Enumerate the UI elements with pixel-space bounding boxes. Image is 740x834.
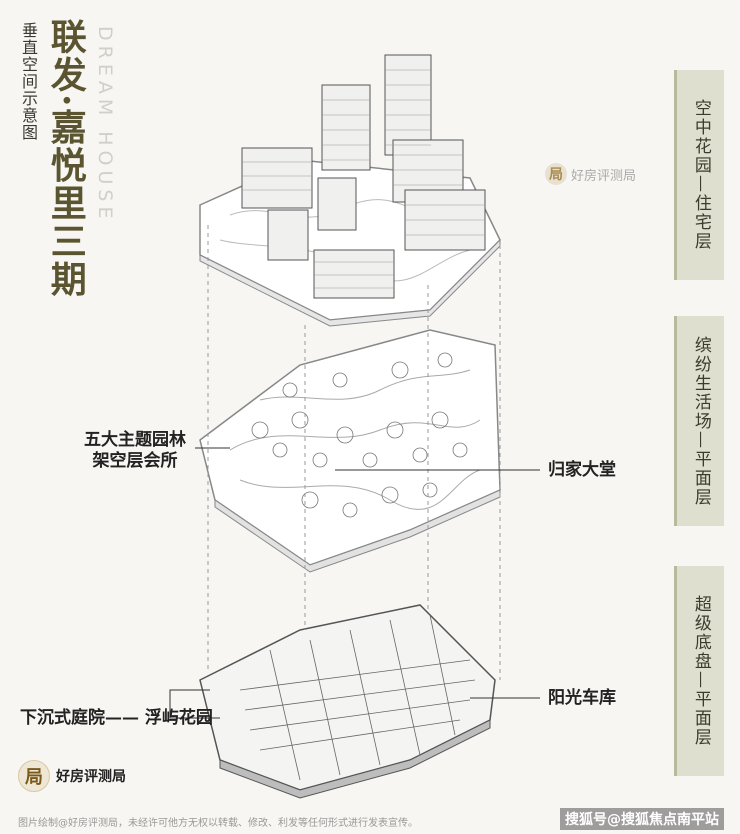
disclaimer: 图片绘制@好房评测局，未经许可他方无权以转载、修改、利发等任何形式进行发表宣传。 — [18, 818, 418, 829]
callout-sunlit-garage: 阳光车库 — [548, 688, 616, 708]
tower — [313, 249, 395, 299]
tower — [321, 84, 371, 171]
layer-label: 空中花园—住宅层 — [690, 99, 711, 251]
page-subtitle: 垂直空间示意图 — [19, 22, 38, 141]
brand-logo-icon: 局 — [545, 163, 567, 185]
residential-towers — [241, 54, 486, 299]
parking-grid — [239, 614, 476, 781]
tower — [317, 177, 357, 231]
page-title: 联发·嘉悦里三期 — [44, 18, 87, 299]
callout-line: 架空层会所 — [92, 451, 178, 472]
brand-logo-icon: 局 — [18, 760, 50, 792]
watermark-text: 好房评测局 — [571, 168, 637, 184]
layer-label: 超级底盘—平面层 — [690, 595, 711, 747]
layer-panel-residential: 空中花园—住宅层 — [674, 70, 724, 280]
layer-label: 缤纷生活场—平面层 — [690, 335, 711, 507]
middle-layer-platform — [199, 329, 501, 573]
brand-name: 好房评测局 — [56, 769, 126, 785]
tower — [241, 147, 313, 209]
source-credit: 搜狐号@搜狐焦点南平站 — [560, 808, 724, 830]
garden-trees — [251, 352, 468, 518]
tower — [384, 54, 432, 156]
callout-lines — [169, 447, 540, 719]
tower — [267, 209, 309, 261]
brand-footer: 局 好房评测局 — [18, 760, 126, 792]
bottom-layer-platform — [199, 604, 496, 799]
tower-windows — [242, 69, 485, 289]
vertical-connectors — [207, 225, 501, 680]
layer-panel-lifestyle: 缤纷生活场—平面层 — [674, 316, 724, 526]
callout-sunken-courtyard: 下沉式庭院—— 浮屿花园 — [20, 708, 213, 728]
callout-garden-clubhouse: 五大主题园林 架空层会所 — [84, 430, 186, 473]
watermark: 局 好房评测局 — [545, 163, 636, 185]
english-watermark: DREAM HOUSE — [94, 26, 116, 224]
callout-line: 五大主题园林 — [84, 430, 186, 450]
layer-panel-base: 超级底盘—平面层 — [674, 566, 724, 776]
callout-lobby: 归家大堂 — [548, 460, 616, 480]
